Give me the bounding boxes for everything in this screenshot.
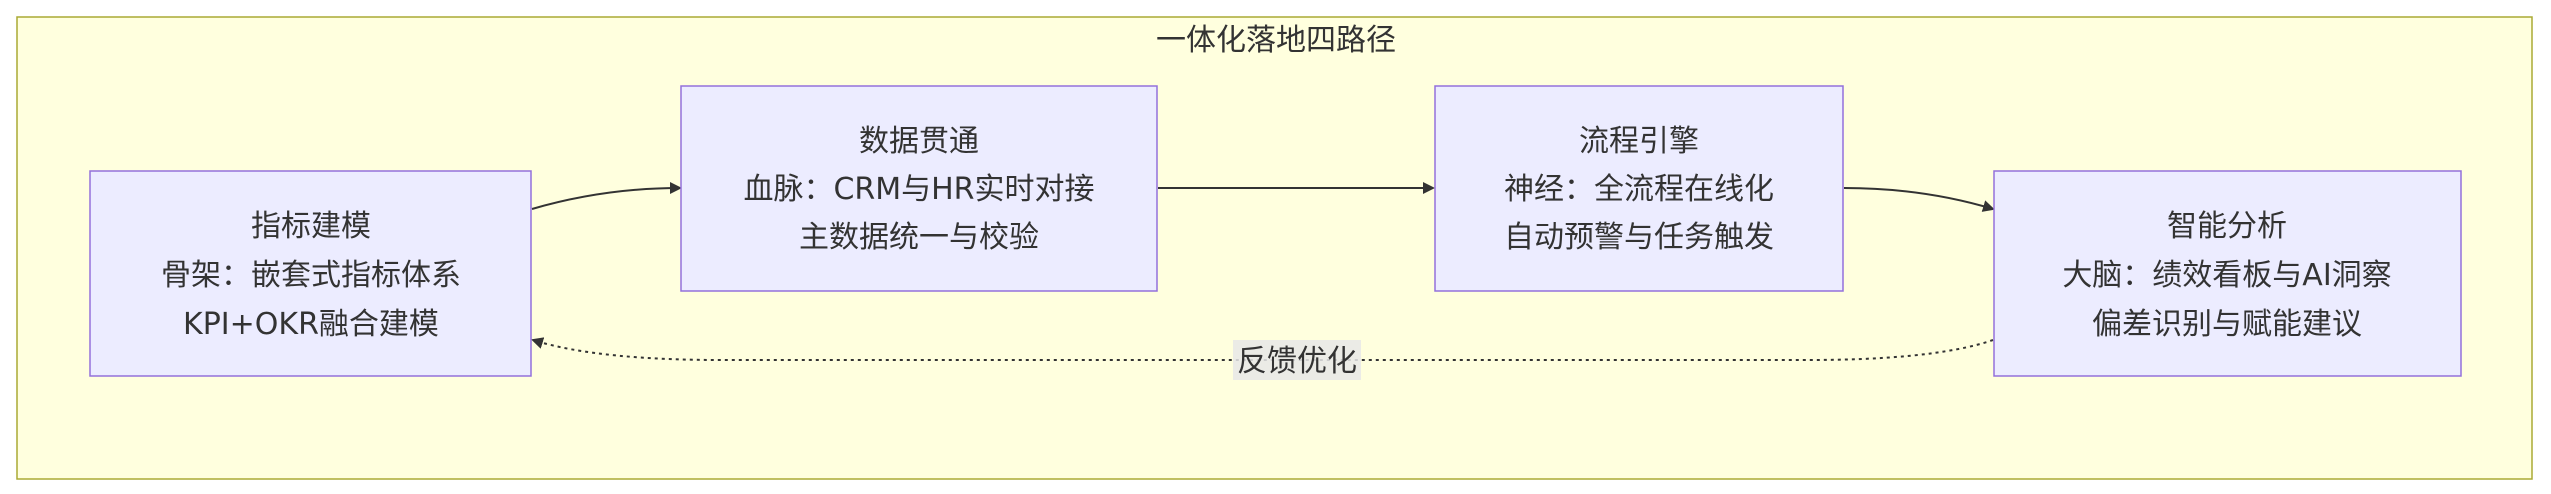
edges: 反馈优化 bbox=[531, 182, 1995, 380]
node-box bbox=[680, 85, 1158, 292]
edge-label-feedback: 反馈优化 bbox=[1233, 340, 1361, 380]
node-line: 血脉：CRM与HR实时对接 bbox=[743, 172, 1094, 207]
node-line: 自动预警与任务触发 bbox=[1504, 220, 1774, 255]
cluster-title: 一体化落地四路径 bbox=[1156, 23, 1396, 58]
node-process-engine: 流程引擎 神经：全流程在线化 自动预警与任务触发 bbox=[1434, 85, 1844, 292]
node-title: 智能分析 bbox=[2167, 209, 2287, 244]
node-title: 流程引擎 bbox=[1579, 124, 1699, 159]
node-title: 指标建模 bbox=[251, 209, 371, 244]
node-box bbox=[89, 170, 532, 377]
node-title: 数据贯通 bbox=[859, 124, 979, 159]
edge-label-text: 反馈优化 bbox=[1237, 344, 1357, 379]
node-intelligent-analysis: 智能分析 大脑：绩效看板与AI洞察 偏差识别与赋能建议 bbox=[1993, 170, 2462, 377]
node-data-integration: 数据贯通 血脉：CRM与HR实时对接 主数据统一与校验 bbox=[680, 85, 1158, 292]
edge-c-to-d bbox=[1843, 187, 1995, 212]
node-box bbox=[1993, 170, 2462, 377]
edge-a-to-b bbox=[531, 182, 682, 210]
node-line: 骨架：嵌套式指标体系 bbox=[161, 258, 461, 293]
node-line: 神经：全流程在线化 bbox=[1504, 172, 1774, 207]
node-box bbox=[1434, 85, 1844, 292]
node-line: 偏差识别与赋能建议 bbox=[2092, 307, 2362, 342]
node-line: 主数据统一与校验 bbox=[799, 220, 1039, 255]
node-metric-modeling: 指标建模 骨架：嵌套式指标体系 KPI+OKR融合建模 bbox=[89, 170, 532, 377]
node-line: 大脑：绩效看板与AI洞察 bbox=[2062, 258, 2391, 293]
node-line: KPI+OKR融合建模 bbox=[183, 307, 439, 342]
edge-label-background bbox=[1233, 340, 1361, 380]
